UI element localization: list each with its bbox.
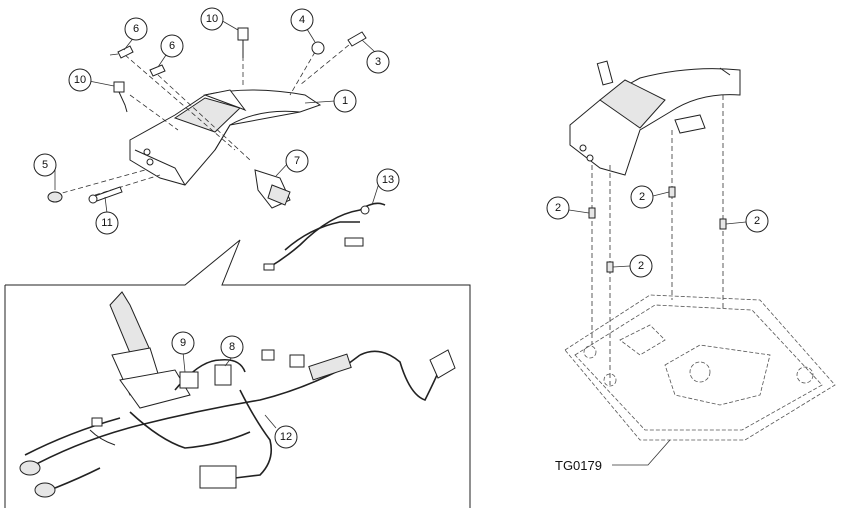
cable-gland-icon [308, 353, 352, 381]
svg-text:1: 1 [342, 95, 348, 107]
screw-part-6a-icon [109, 45, 134, 59]
callout-5: 5 [33, 153, 57, 177]
callout-2-right: 2 [745, 209, 769, 233]
callout-10-upper: 10 [200, 7, 224, 31]
harness-part-13-icon [263, 202, 386, 271]
callout-2-left: 2 [546, 196, 570, 220]
base-plate [564, 294, 836, 441]
callout-1: 1 [333, 89, 357, 113]
seat-housing-assembly [569, 60, 741, 176]
svg-text:3: 3 [375, 56, 381, 68]
svg-text:6: 6 [133, 23, 139, 35]
spacer-icons [588, 186, 727, 273]
callout-9: 9 [171, 331, 195, 355]
reference-code-label: TG0179 [555, 458, 602, 473]
callout-13: 13 [376, 168, 400, 192]
nut-part-4-icon [311, 41, 325, 55]
svg-text:11: 11 [101, 217, 112, 229]
knob-part-5-icon [47, 191, 63, 203]
svg-text:4: 4 [299, 14, 305, 26]
module-part-8-icon [214, 364, 232, 386]
svg-text:13: 13 [382, 174, 394, 186]
callout-6-upper: 6 [124, 17, 148, 41]
callout-11: 11 [95, 211, 119, 235]
callout-4: 4 [290, 8, 314, 32]
svg-text:2: 2 [639, 191, 645, 203]
svg-text:2: 2 [754, 215, 760, 227]
svg-text:9: 9 [180, 337, 186, 349]
svg-text:6: 6 [169, 40, 175, 52]
mains-plug-icon [429, 349, 456, 379]
control-housing-assembly [47, 27, 386, 271]
plug-part-10a-icon [237, 27, 249, 58]
connector-part-7-icon [254, 169, 291, 209]
svg-text:7: 7 [294, 155, 300, 167]
callout-12: 12 [274, 425, 298, 449]
callout-2-middle-bottom: 2 [629, 254, 653, 278]
callout-3: 3 [366, 50, 390, 74]
wiring-detail-panel [4, 239, 471, 508]
callout-2-middle-top: 2 [630, 185, 654, 209]
svg-text:5: 5 [42, 159, 48, 171]
svg-text:2: 2 [555, 202, 561, 214]
callout-6-lower: 6 [160, 34, 184, 58]
screw-part-3-icon [347, 31, 367, 47]
svg-text:12: 12 [280, 431, 292, 443]
module-part-9-icon [179, 371, 199, 389]
screw-part-6b-icon [149, 64, 166, 77]
multi-pin-connector-icon [199, 465, 237, 489]
svg-text:10: 10 [74, 74, 86, 86]
bolt-part-11-icon [88, 186, 123, 204]
svg-text:10: 10 [206, 13, 218, 25]
callout-7: 7 [285, 149, 309, 173]
callout-10-lower: 10 [68, 68, 92, 92]
plug-part-10b-icon [113, 81, 128, 113]
callout-8: 8 [220, 335, 244, 359]
svg-text:2: 2 [638, 260, 644, 272]
svg-text:8: 8 [229, 341, 235, 353]
